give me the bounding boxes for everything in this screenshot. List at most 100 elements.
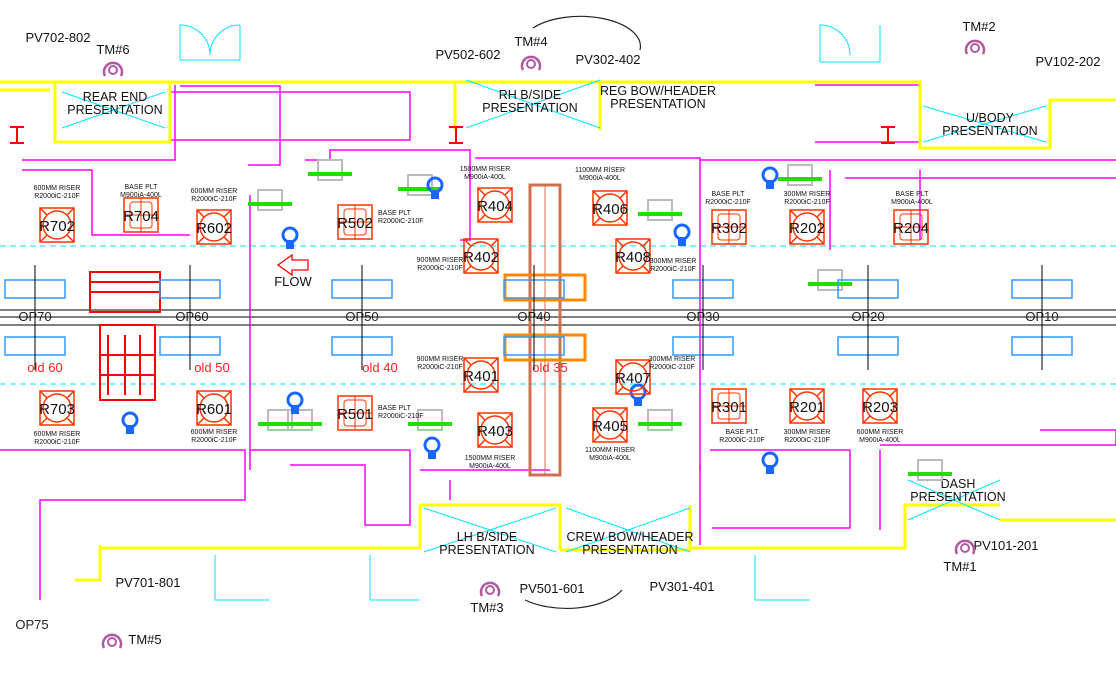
column-markers — [10, 126, 895, 144]
robot-spec: 300MM RISER — [650, 258, 697, 265]
stand-icon — [281, 226, 299, 249]
presentation-label-line1: DASH — [941, 477, 976, 491]
stand-icon — [761, 166, 779, 189]
stand-icon — [673, 223, 691, 246]
robot-spec: R2000iC-210F — [191, 437, 237, 444]
robot-spec: 600MM RISER — [34, 431, 81, 438]
stand-icon — [121, 411, 139, 434]
presentation-label-line2: PRESENTATION — [67, 103, 162, 117]
robot-spec: M900iA-400L — [579, 175, 621, 182]
robot-spec: 300MM RISER — [784, 191, 831, 198]
tooling-gripper-icon — [248, 189, 292, 211]
stand-icon — [423, 436, 441, 459]
robot-spec: BASE PLT — [378, 405, 412, 412]
robot-spec: 300MM RISER — [649, 356, 696, 363]
old-station-label: old 50 — [194, 360, 229, 375]
pv-label: PV302-402 — [575, 52, 640, 67]
presentation-label-line1: U/BODY — [966, 111, 1015, 125]
robot-spec: 1100MM RISER — [585, 447, 635, 454]
presentation-label-line2: PRESENTATION — [439, 543, 534, 557]
operator-icon — [101, 633, 123, 649]
presentation-label-line1: RH B/SIDE — [499, 88, 562, 102]
pv-label: PV301-401 — [649, 579, 714, 594]
robot-spec: 600MM RISER — [191, 429, 238, 436]
pv-label: PV502-602 — [435, 47, 500, 62]
robot-spec: M900iA-400L — [891, 199, 933, 206]
robot-id: R502 — [337, 215, 373, 232]
robot-spec: R2000iC-210F — [650, 266, 696, 273]
flow-arrow-icon — [276, 253, 309, 277]
robot-spec: BASE PLT — [712, 191, 746, 198]
robot-spec: 900MM RISER — [417, 356, 464, 363]
operator-icon — [964, 39, 986, 55]
tooling-gripper-icon — [778, 164, 822, 186]
operator-icon — [520, 55, 542, 71]
robot-id: R407 — [615, 370, 651, 387]
old-station-label: old 60 — [27, 360, 62, 375]
tooling-gripper-icon — [398, 174, 442, 196]
robot-spec: 600MM RISER — [857, 429, 904, 436]
center-fixture-op40 — [503, 183, 587, 477]
presentation-label-line2: PRESENTATION — [942, 124, 1037, 138]
rotation-arrows — [524, 15, 642, 609]
robot-id: R408 — [615, 249, 651, 266]
robot-spec: R2000iC-210F — [34, 439, 80, 446]
stand-icon — [761, 451, 779, 474]
tm-label: TM#4 — [514, 34, 547, 49]
tooling-gripper-icon — [638, 199, 682, 221]
robot-spec: 1500MM RISER — [465, 455, 516, 462]
robot-id: R301 — [711, 399, 747, 416]
safety-lines — [0, 245, 1116, 385]
red-fixture-op60 — [89, 271, 161, 401]
robot-spec: 600MM RISER — [191, 188, 238, 195]
robot-spec: 600MM RISER — [34, 185, 81, 192]
robot-spec: BASE PLT — [378, 210, 412, 217]
presentation-label-line2: PRESENTATION — [582, 543, 677, 557]
tm-label: TM#6 — [96, 42, 129, 57]
robot-id: R704 — [123, 208, 159, 225]
fence-yellow — [0, 80, 1116, 582]
tm-label: TM#1 — [943, 559, 976, 574]
robot-id: R402 — [463, 249, 499, 266]
robot-id: R406 — [592, 201, 628, 218]
station-equipment — [672, 265, 734, 370]
old-station-label: old 35 — [532, 360, 567, 375]
presentation-label-line1: CREW BOW/HEADER — [566, 530, 693, 544]
robot-id: R404 — [477, 198, 513, 215]
robot-id: R203 — [862, 399, 898, 416]
robot-spec: R2000iC-210F — [719, 437, 765, 444]
robot-spec: M900iA-400L — [120, 192, 162, 199]
robot-spec: BASE PLT — [726, 429, 760, 436]
robot-spec: 1500MM RISER — [460, 166, 511, 173]
presentation-label-line1: REAR END — [83, 90, 148, 104]
operator-icon — [102, 61, 124, 77]
robot-id: R302 — [711, 220, 747, 237]
robot-id: R202 — [789, 220, 825, 237]
tooling-gripper-icon — [258, 409, 302, 431]
robot-spec: BASE PLT — [896, 191, 930, 198]
presentation-label-line2: PRESENTATION — [482, 101, 577, 115]
robot-spec: M900iA-400L — [859, 437, 901, 444]
robot-spec: M900iA-400L — [589, 455, 631, 462]
flow-label: FLOW — [274, 274, 312, 289]
tooling-gripper-icon — [638, 409, 682, 431]
robot-spec: M900iA-400L — [469, 463, 511, 470]
robot-spec: R2000iC-210F — [705, 199, 751, 206]
station-equipment — [503, 265, 565, 370]
presentation-label-line2: PRESENTATION — [610, 97, 705, 111]
